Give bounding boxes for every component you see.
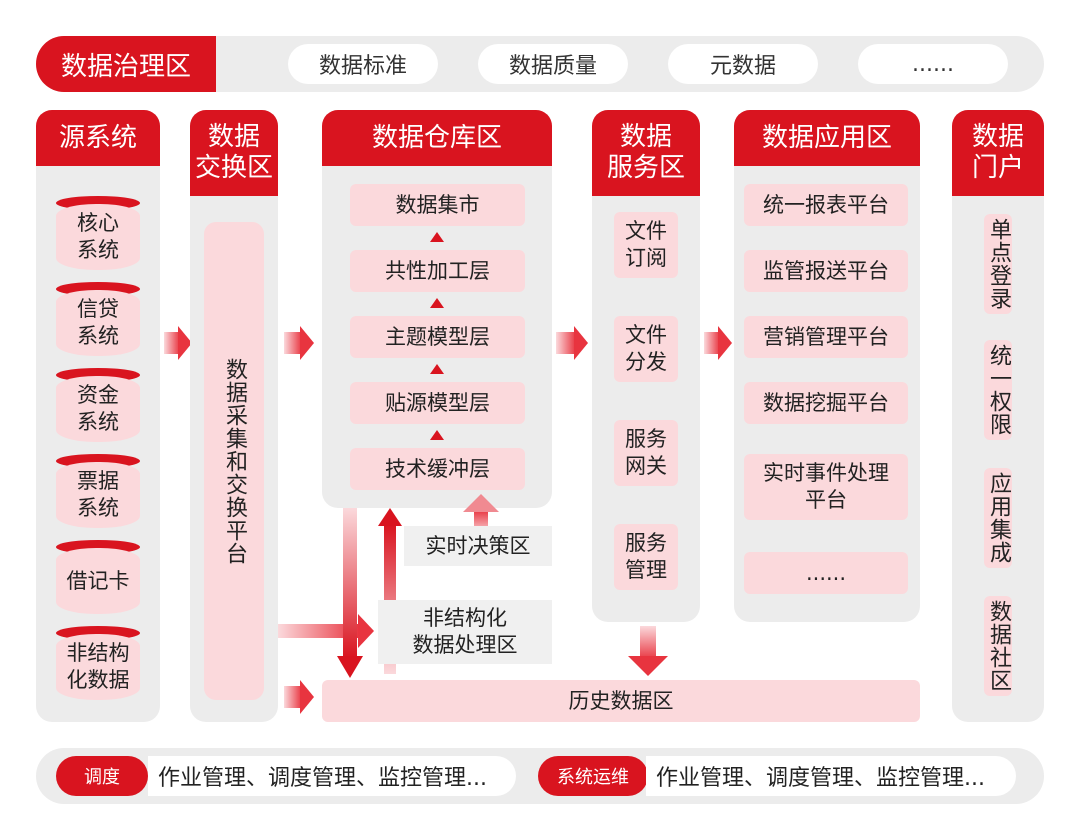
schedule-text: 作业管理、调度管理、监控管理... (148, 756, 516, 796)
flow-arrow-shaft (704, 332, 720, 354)
portal-item-permission[interactable]: 统一权限 (984, 340, 1012, 440)
app-item-marketing[interactable]: 营销管理平台 (744, 316, 908, 358)
warehouse-layer-common[interactable]: 共性加工层 (350, 250, 525, 292)
down-arrow-icon (337, 656, 363, 678)
portal-item-sso-label: 单点登录 (986, 218, 1011, 310)
source-item-unstructured[interactable]: 非结构 化数据 (56, 634, 140, 700)
flow-arrow-head (178, 326, 192, 360)
schedule-tag[interactable]: 调度 (56, 756, 148, 796)
flow-arrow-head (300, 680, 314, 714)
warehouse-layer-source[interactable]: 贴源模型层 (350, 382, 525, 424)
flow-arrow-head (574, 326, 588, 360)
flow-arrow-shaft (284, 686, 302, 708)
up-arrow-icon (378, 508, 402, 526)
portal-item-permission-label: 统一权限 (986, 344, 1011, 436)
service-title: 数据 服务区 (592, 110, 700, 196)
service-item-subscribe[interactable]: 文件 订阅 (614, 212, 678, 278)
source-item-credit[interactable]: 信贷 系统 (56, 290, 140, 356)
portal-title: 数据 门户 (952, 110, 1044, 196)
warehouse-layer-subject[interactable]: 主题模型层 (350, 316, 525, 358)
app-item-mining[interactable]: 数据挖掘平台 (744, 382, 908, 424)
up-arrow-icon (430, 364, 444, 374)
unstructured-processing-zone[interactable]: 非结构化 数据处理区 (378, 600, 552, 664)
flow-arrow-shaft (284, 332, 302, 354)
ops-text: 作业管理、调度管理、监控管理... (646, 756, 1016, 796)
source-item-debit[interactable]: 借记卡 (56, 548, 140, 614)
flow-arrow-head (718, 326, 732, 360)
down-arrow-icon (628, 656, 668, 676)
flow-arrow-shaft (556, 332, 576, 354)
warehouse-layer-mart[interactable]: 数据集市 (350, 184, 525, 226)
flow-arrow-shaft (278, 624, 360, 638)
up-arrow-icon (430, 232, 444, 242)
exchange-platform-label: 数据采集和交换平台 (222, 357, 247, 565)
flow-arrow-shaft (164, 332, 180, 354)
governance-item-quality[interactable]: 数据质量 (478, 44, 628, 84)
exchange-title: 数据 交换区 (190, 110, 278, 196)
warehouse-layer-buffer[interactable]: 技术缓冲层 (350, 448, 525, 490)
exchange-platform[interactable]: 数据采集和交换平台 (204, 222, 264, 700)
portal-item-sso[interactable]: 单点登录 (984, 214, 1012, 314)
app-item-report[interactable]: 统一报表平台 (744, 184, 908, 226)
portal-item-community-label: 数据社区 (986, 600, 1011, 692)
up-arrow-icon (430, 430, 444, 440)
governance-title: 数据治理区 (36, 36, 216, 92)
source-item-treasury[interactable]: 资金 系统 (56, 376, 140, 442)
service-item-management[interactable]: 服务 管理 (614, 524, 678, 590)
governance-item-metadata[interactable]: 元数据 (668, 44, 818, 84)
governance-item-more[interactable]: ...... (858, 44, 1008, 84)
realtime-decision-zone[interactable]: 实时决策区 (404, 526, 552, 566)
warehouse-column (322, 110, 552, 508)
source-title: 源系统 (36, 110, 160, 166)
governance-item-standard[interactable]: 数据标准 (288, 44, 438, 84)
flow-arrow-head (300, 326, 314, 360)
warehouse-title: 数据仓库区 (322, 110, 552, 166)
up-arrow-icon (430, 298, 444, 308)
portal-item-integration-label: 应用集成 (986, 472, 1011, 564)
history-data-zone[interactable]: 历史数据区 (322, 680, 920, 722)
portal-item-community[interactable]: 数据社区 (984, 596, 1012, 696)
flow-arrow-head (358, 614, 374, 648)
app-item-regulatory[interactable]: 监管报送平台 (744, 250, 908, 292)
app-item-realtime-event[interactable]: 实时事件处理 平台 (744, 454, 908, 520)
up-arrow-icon (463, 494, 499, 512)
source-item-bill[interactable]: 票据 系统 (56, 462, 140, 528)
portal-item-integration[interactable]: 应用集成 (984, 468, 1012, 568)
flow-arrow-shaft (640, 626, 656, 660)
flow-arrow-shaft (343, 508, 357, 658)
application-title: 数据应用区 (734, 110, 920, 166)
service-item-gateway[interactable]: 服务 网关 (614, 420, 678, 486)
source-item-core[interactable]: 核心 系统 (56, 204, 140, 270)
ops-tag[interactable]: 系统运维 (538, 756, 648, 796)
app-item-more[interactable]: ...... (744, 552, 908, 594)
service-item-distribute[interactable]: 文件 分发 (614, 316, 678, 382)
